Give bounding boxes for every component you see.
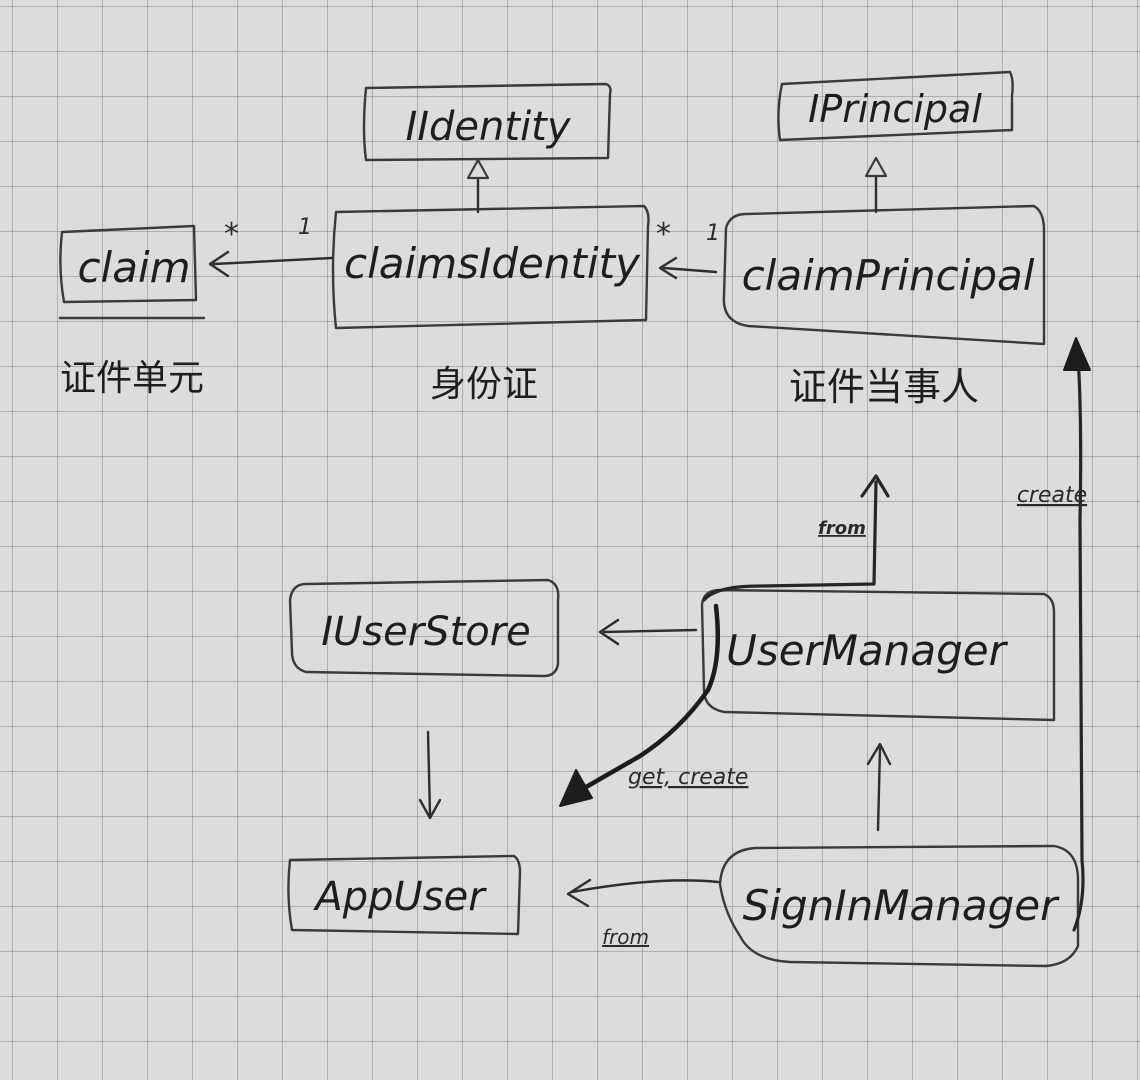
iuserstore-label: IUserStore (321, 609, 531, 655)
label-from-signinmanager: from (602, 925, 649, 949)
iprincipal-node: IPrincipal (777, 70, 1014, 142)
multiplicity-principal-one: 1 (706, 221, 720, 246)
claimsidentity-box (331, 204, 650, 330)
claim-caption: 证件单元 (60, 358, 204, 399)
multiplicity-claim-many: * (224, 217, 239, 252)
signinmanager-label: SignInManager (743, 881, 1060, 930)
iidentity-node: IIdentity (362, 82, 612, 162)
iidentity-label: IIdentity (405, 104, 571, 150)
usermanager-box (700, 588, 1056, 722)
claimsidentity-node: claimsIdentity (331, 204, 650, 330)
appuser-node: AppUser (287, 854, 522, 936)
claimprincipal-label: claimPrincipal (742, 251, 1035, 300)
iuserstore-node: IUserStore (288, 578, 560, 678)
usermanager-label: UserManager (726, 626, 1009, 675)
claimsidentity-to-claim-arrow (208, 250, 334, 278)
iprincipal-box (777, 70, 1014, 142)
iprincipal-label: IPrincipal (808, 87, 982, 131)
signinmanager-to-appuser-arrow (566, 878, 720, 908)
signinmanager-to-usermanager-arrow (866, 742, 892, 832)
usermanager-to-iuserstore-arrow (598, 618, 698, 646)
claimsidentity-implements-iidentity (466, 158, 490, 214)
iuserstore-to-appuser-arrow (418, 730, 442, 820)
appuser-label: AppUser (312, 874, 487, 920)
claimprincipal-to-claimsidentity-arrow (658, 256, 718, 280)
claimsidentity-caption: 身份证 (430, 364, 538, 405)
claim-label: claim (77, 243, 190, 292)
claimprincipal-caption: 证件当事人 (789, 365, 979, 409)
usermanager-to-claimprincipal-arrow (702, 474, 890, 602)
label-create: create (1017, 483, 1087, 508)
claimprincipal-box (722, 204, 1046, 346)
signinmanager-box (718, 844, 1080, 968)
claimprincipal-node: claimPrincipal (722, 204, 1046, 346)
signinmanager-node: SignInManager (718, 844, 1080, 968)
label-from-usermanager: from (818, 518, 866, 539)
claimprincipal-implements-iprincipal (864, 156, 888, 214)
usermanager-node: UserManager (700, 588, 1056, 722)
multiplicity-identity-many: * (656, 217, 671, 252)
signinmanager-to-claimprincipal-arrow (1063, 337, 1091, 932)
appuser-box (287, 854, 522, 936)
claim-box (59, 224, 198, 304)
iuserstore-box (288, 578, 560, 678)
iidentity-box (362, 82, 612, 162)
usermanager-to-appuser-arrow (559, 603, 721, 807)
claim-node: claim (58, 224, 206, 320)
label-get-create: get, create (628, 765, 748, 790)
claimsidentity-label: claimsIdentity (344, 239, 641, 288)
multiplicity-identity-one: 1 (298, 215, 312, 240)
